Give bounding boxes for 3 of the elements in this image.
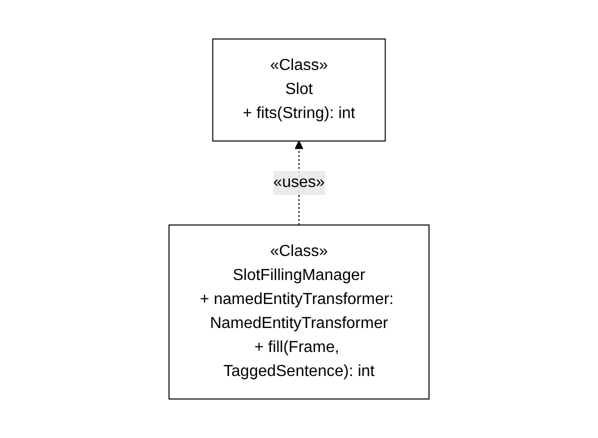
- node-box: «Class» Slot + fits(String): int: [212, 38, 386, 142]
- node-box: «Class» SlotFillingManager + namedEntityTransformer: NamedEntityTransformer + fill(Frame, TaggedSentence): int: [168, 224, 430, 400]
- edge-label: «uses»: [273, 174, 325, 191]
